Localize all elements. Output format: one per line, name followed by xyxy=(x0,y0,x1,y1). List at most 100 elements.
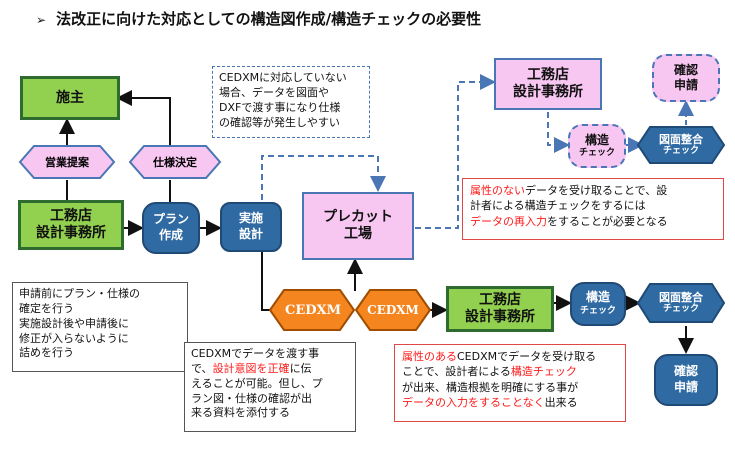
dashed-koumuten-top-to-kozo xyxy=(547,112,570,153)
node-shushu: 施主 xyxy=(20,76,120,120)
node-koumuten-left-line2: 設計事務所 xyxy=(36,225,106,241)
note-dxf: CEDXMに対応していない 場合、データを図面や DXFで渡す事になり仕様 の確… xyxy=(212,66,370,138)
note-with-attr-line3: が出来、構造根拠を明確にする事が xyxy=(402,380,579,394)
note-with-attr-line4: データの入力をすることなく出来る xyxy=(402,395,618,410)
node-kozo-mid: 構造 チェック xyxy=(570,282,626,326)
line-jisshi-to-cedxm xyxy=(261,252,272,311)
dashed-precut-to-koumuten-top xyxy=(415,74,496,229)
node-koumuten-left: 工務店 設計事務所 xyxy=(18,200,124,250)
page-title: ➢ 法改正に向けた対応としての構造図作成/構造チェックの必要性 xyxy=(36,8,481,29)
node-kakunin-bot-line2: 申請 xyxy=(673,380,698,394)
node-jisshi-line2: 設計 xyxy=(238,227,263,241)
note-with-attr-text-4: 出来る xyxy=(544,396,578,410)
node-koumuten-mid-line1: 工務店 xyxy=(479,292,521,309)
node-cedxm-1-label: CEDXM xyxy=(284,302,341,318)
node-kozo-mid-line2: チェック xyxy=(579,305,616,316)
node-kakunin-top: 確認 申請 xyxy=(652,54,720,102)
node-jisshi: 実施 設計 xyxy=(220,202,282,252)
note-no-attr-line1: 属性のないデータを受け取ることで、設 xyxy=(470,183,716,198)
node-kakunin-bot: 確認 申請 xyxy=(654,354,718,406)
node-precut-line1: プレカット xyxy=(323,209,393,226)
node-zumen-top-line1: 図面整合 xyxy=(659,133,703,146)
title-bullet-icon: ➢ xyxy=(36,13,47,27)
note-with-attr-red-2: 構造チェック xyxy=(510,365,577,379)
node-zumen-mid-line2: チェック xyxy=(662,304,699,315)
node-eigyo-label: 営業提案 xyxy=(45,156,89,169)
node-kakunin-top-line1: 確認 xyxy=(673,63,698,77)
hex-eigyo-shape xyxy=(18,145,116,179)
note-with-attr-red-4: データの入力をすることなく xyxy=(402,396,545,410)
note-no-attr-line2: 計者による構造チェックをするには xyxy=(470,199,646,213)
node-kozo-top-line1: 構造 xyxy=(584,132,609,147)
node-shushu-label: 施主 xyxy=(56,89,84,106)
node-eigyo: 営業提案 xyxy=(20,146,114,178)
note-no-attr-text-3: をすることが必要となる xyxy=(547,214,668,228)
node-koumuten-mid: 工務店 設計事務所 xyxy=(446,286,554,332)
node-plan-line1: プラン xyxy=(152,212,189,227)
note-cedxm-red-2: 設計意図を正確 xyxy=(212,361,290,375)
hex-cedxm2-shape xyxy=(354,289,432,331)
note-cedxm: CEDXMでデータを渡す事 で、設計意図を正確に伝 えることが可能。但し、プ ラ… xyxy=(184,342,356,432)
node-kozo-top: 構造 チェック xyxy=(568,124,626,168)
note-cedxm-line5: 来る資料を添付する xyxy=(191,406,290,420)
note-with-attr-line2: ことで、設計者による構造チェック xyxy=(402,364,618,379)
note-dxf-line: の確認等が発生しやすい xyxy=(219,115,340,129)
node-zumen-mid: 図面整合 チェック xyxy=(640,286,722,320)
note-dxf-line: 場合、データを図面や xyxy=(219,85,329,99)
note-with-attr-text-1: CEDXMでデータを受け取る xyxy=(457,350,597,363)
node-precut-line2: 工場 xyxy=(344,226,372,242)
node-cedxm-2-label: CEDXM xyxy=(367,303,419,317)
node-jisshi-line1: 実施 xyxy=(238,211,263,226)
note-left: 申請前にプラン・仕様の 確定を行う 実施設計後や申請後に 修正が入らないように … xyxy=(12,282,188,372)
node-plan: プラン 作成 xyxy=(142,202,200,254)
note-cedxm-text-2c: に伝 xyxy=(289,361,312,375)
note-cedxm-text-2a: で、 xyxy=(191,361,213,375)
node-koumuten-mid-line2: 設計事務所 xyxy=(465,309,535,325)
note-with-attr-line1: 属性のあるCEDXMでデータを受け取る xyxy=(402,349,618,364)
note-left-line: 詰めを行う xyxy=(19,346,74,360)
note-cedxm-line1: CEDXMでデータを渡す事 xyxy=(191,347,320,360)
note-left-line: 申請前にプラン・仕様の xyxy=(19,287,140,300)
note-left-line: 確定を行う xyxy=(19,301,74,315)
node-cedxm-2: CEDXM xyxy=(356,290,430,330)
node-cedxm-1: CEDXM xyxy=(272,290,354,330)
node-kakunin-bot-line1: 確認 xyxy=(673,364,698,379)
note-no-attr-red-1: 属性のない xyxy=(470,184,525,197)
hex-shiyou-shape xyxy=(128,145,222,179)
dashed-jisshi-to-precut xyxy=(261,155,386,200)
note-cedxm-line3: えることが可能。但し、プ xyxy=(191,376,323,390)
title-text: 法改正に向けた対応としての構造図作成/構造チェックの必要性 xyxy=(56,10,482,28)
note-dxf-line: CEDXMに対応していない xyxy=(219,71,347,84)
note-with-attr: 属性のあるCEDXMでデータを受け取る ことで、設計者による構造チェック が出来… xyxy=(394,344,626,422)
node-kakunin-top-line2: 申請 xyxy=(673,78,698,92)
node-zumen-mid-line1: 図面整合 xyxy=(659,291,703,304)
hex-zumen-mid-shape xyxy=(636,283,726,323)
note-no-attr: 属性のないデータを受け取ることで、設 計者による構造チェックをするには データの… xyxy=(462,178,724,240)
note-cedxm-line2: で、設計意図を正確に伝 xyxy=(191,362,349,377)
node-kozo-top-line2: チェック xyxy=(578,147,615,158)
node-koumuten-top-line2: 設計事務所 xyxy=(513,84,583,100)
note-with-attr-text-2: ことで、設計者による xyxy=(402,365,511,379)
note-left-line: 実施設計後や申請後に xyxy=(19,316,129,330)
note-dxf-line: DXFで渡す事になり仕様 xyxy=(219,100,341,114)
note-cedxm-line4: ラン図・仕様の確認が出 xyxy=(191,391,312,405)
node-kozo-mid-line1: 構造 xyxy=(585,290,610,305)
node-shiyou: 仕様決定 xyxy=(130,146,220,178)
node-koumuten-top: 工務店 設計事務所 xyxy=(494,58,602,110)
node-precut: プレカット 工場 xyxy=(302,192,414,260)
node-koumuten-left-line1: 工務店 xyxy=(50,208,92,225)
node-plan-line2: 作成 xyxy=(158,228,183,242)
note-left-line: 修正が入らないように xyxy=(19,331,129,345)
note-no-attr-red-3: データの再入力 xyxy=(470,214,547,228)
hex-zumen-top-shape xyxy=(636,126,726,164)
hex-cedxm1-shape xyxy=(268,289,356,331)
node-koumuten-top-line1: 工務店 xyxy=(527,67,569,84)
node-shiyou-label: 仕様決定 xyxy=(153,156,197,169)
node-zumen-top-line2: チェック xyxy=(662,146,699,157)
note-no-attr-text-1: データを受け取ることで、設 xyxy=(525,184,668,197)
note-no-attr-line3: データの再入力をすることが必要となる xyxy=(470,214,716,229)
note-with-attr-red-1: 属性のある xyxy=(402,350,457,363)
node-zumen-top: 図面整合 チェック xyxy=(640,128,722,162)
